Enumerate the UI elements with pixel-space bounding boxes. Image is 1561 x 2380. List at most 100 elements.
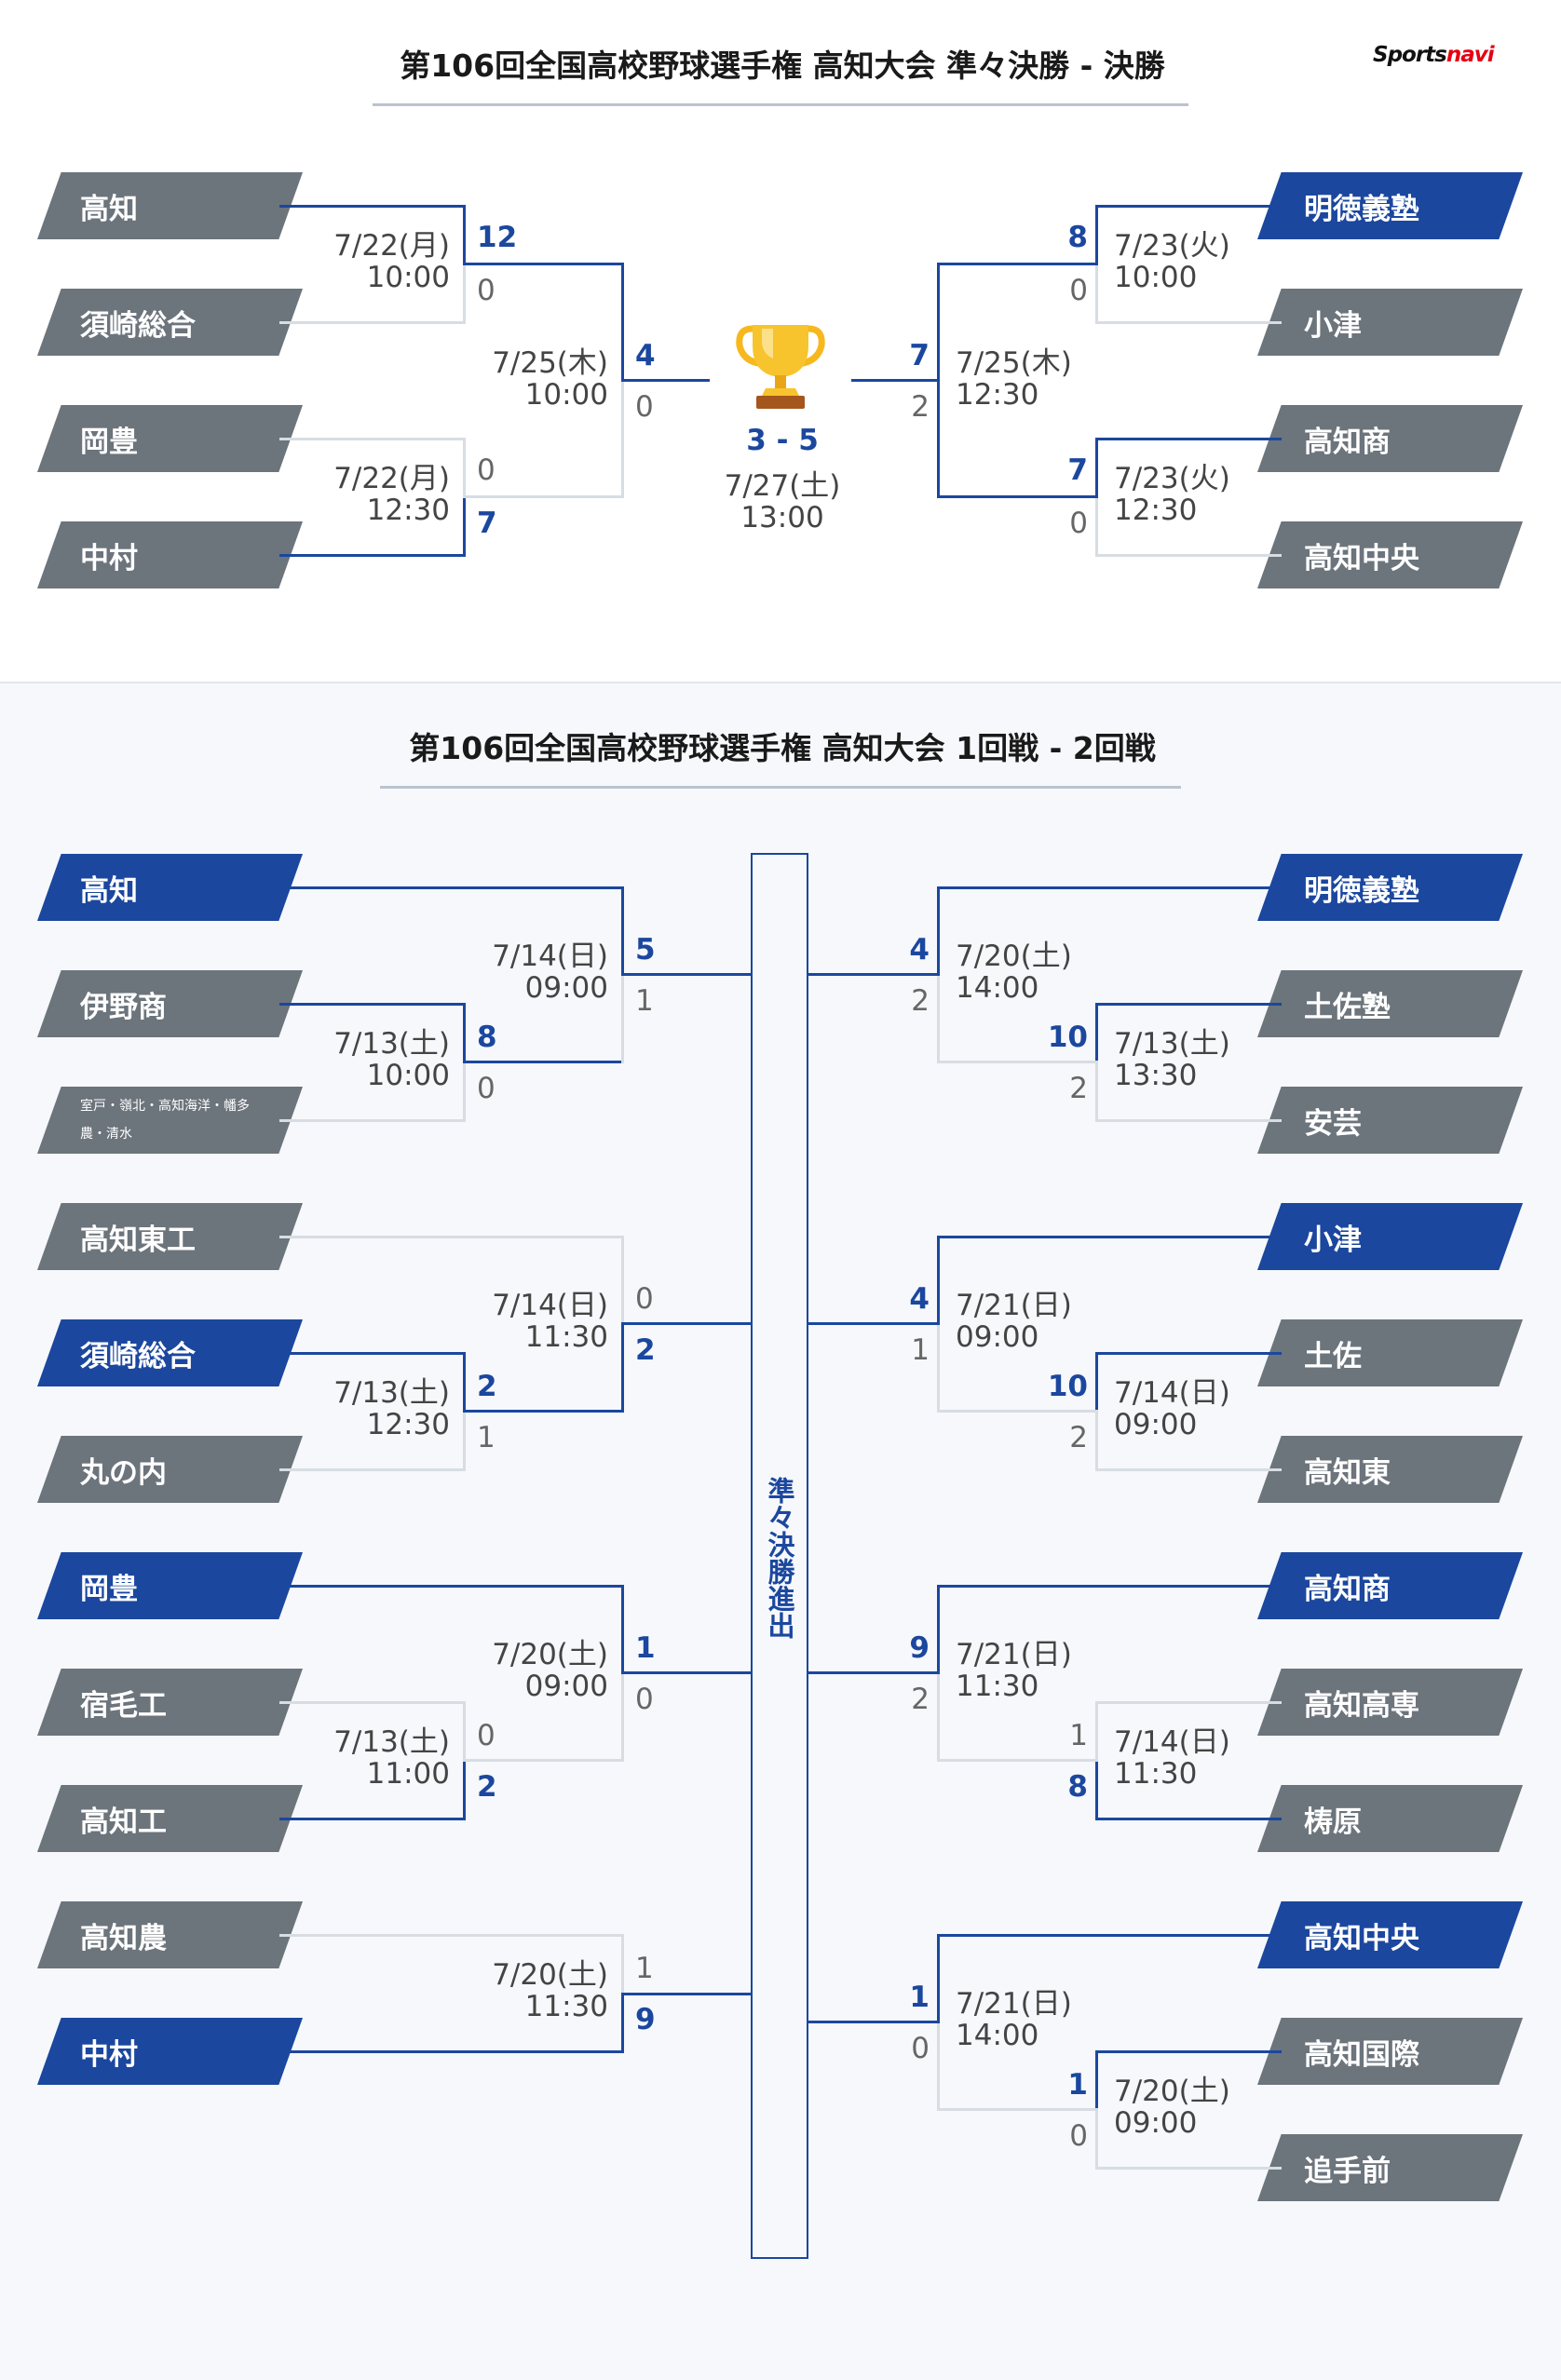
team-left-3[interactable]: 岡豊 (37, 405, 303, 472)
bracket-line (621, 1934, 624, 1995)
bracket-line (463, 1411, 466, 1471)
score: 0 (635, 1683, 654, 1716)
quarterfinal-label: 準々決勝進出 (764, 1477, 795, 1639)
game-date: 7/20(土)09:00 (492, 1638, 608, 1703)
final-score: 3 - 5 (746, 424, 819, 457)
bracket-line (937, 975, 940, 1063)
game-date: 7/13(土)10:00 (333, 1027, 450, 1092)
score: 0 (477, 274, 495, 307)
score: 4 (635, 339, 656, 372)
bracket-line (279, 554, 466, 557)
team-right-12[interactable]: 追手前 (1257, 2134, 1523, 2201)
score: 0 (477, 453, 495, 487)
team-right-3[interactable]: 安芸 (1257, 1087, 1523, 1154)
team-left-8[interactable]: 宿毛工 (37, 1669, 303, 1736)
top-title: 第106回全国高校野球選手権 高知大会 準々決勝 - 決勝 (400, 47, 1165, 84)
team-right-4[interactable]: 小津 (1257, 1203, 1523, 1270)
bracket-line (279, 886, 624, 889)
team-right-8[interactable]: 高知高専 (1257, 1669, 1523, 1736)
team-right-10[interactable]: 高知中央 (1257, 1901, 1523, 1968)
game-date: 7/21(日)09:00 (956, 1289, 1072, 1354)
sportsnavi-logo[interactable]: Sportsnavi (1373, 43, 1495, 67)
bracket-line (621, 973, 751, 976)
bottom-title-rule (380, 786, 1181, 789)
team-right-4[interactable]: 高知中央 (1257, 521, 1523, 588)
team-left-2[interactable]: 伊野商 (37, 970, 303, 1037)
game-date: 7/13(土)13:30 (1114, 1027, 1230, 1092)
team-right-6[interactable]: 高知東 (1257, 1436, 1523, 1503)
final-date: 7/27(土)13:00 (724, 469, 841, 534)
score: 0 (1069, 2119, 1088, 2153)
bracket-line (1095, 2109, 1098, 2170)
bracket-line (1095, 1003, 1098, 1063)
top-title-rule (373, 103, 1188, 106)
team-right-9[interactable]: 梼原 (1257, 1785, 1523, 1852)
team-right-2[interactable]: 小津 (1257, 289, 1523, 356)
bracket-line (937, 1934, 1282, 1937)
score: 2 (1069, 1072, 1088, 1105)
bracket-line (808, 1671, 940, 1674)
team-right-11[interactable]: 高知国際 (1257, 2018, 1523, 2085)
team-right-2[interactable]: 土佐塾 (1257, 970, 1523, 1037)
score: 10 (1047, 1370, 1088, 1403)
bracket-line (937, 886, 940, 975)
team-right-1[interactable]: 明徳義塾 (1257, 854, 1523, 921)
team-left-4[interactable]: 中村 (37, 521, 303, 588)
bracket-line (1095, 1119, 1282, 1122)
team-left-9[interactable]: 高知工 (37, 1785, 303, 1852)
bracket-line (1095, 1003, 1282, 1006)
score: 1 (477, 1421, 495, 1454)
game-date: 7/25(木)10:00 (492, 346, 608, 412)
team-right-7[interactable]: 高知商 (1257, 1552, 1523, 1619)
team-left-5[interactable]: 須崎総合 (37, 1319, 303, 1386)
bracket-line (463, 1352, 466, 1413)
team-left-1[interactable]: 高知 (37, 854, 303, 921)
team-right-1[interactable]: 明徳義塾 (1257, 172, 1523, 239)
bracket-line (621, 1585, 624, 1673)
score: 12 (477, 221, 518, 254)
score: 2 (911, 390, 930, 424)
bracket-line (279, 321, 466, 324)
game-date: 7/20(土)09:00 (1114, 2075, 1230, 2140)
bracket-line (621, 886, 624, 975)
bracket-line (937, 1236, 1282, 1238)
bracket-line (621, 1993, 751, 1995)
team-left-11[interactable]: 中村 (37, 2018, 303, 2085)
team-left-10[interactable]: 高知農 (37, 1901, 303, 1968)
bracket-line (937, 1585, 1282, 1588)
team-left-4[interactable]: 高知東工 (37, 1203, 303, 1270)
team-left-2[interactable]: 須崎総合 (37, 289, 303, 356)
bracket-line (937, 263, 1098, 265)
bracket-line (279, 1003, 466, 1006)
game-date: 7/14(日)11:30 (492, 1289, 608, 1354)
bracket-line (279, 1934, 624, 1937)
bracket-line (463, 1760, 466, 1820)
bracket-line (937, 886, 1282, 889)
bracket-line (1095, 1352, 1282, 1355)
bracket-line (1095, 554, 1282, 557)
game-date: 7/23(火)10:00 (1114, 229, 1230, 294)
team-right-3[interactable]: 高知商 (1257, 405, 1523, 472)
team-left-1[interactable]: 高知 (37, 172, 303, 239)
bracket-line (1095, 2050, 1098, 2111)
score: 7 (477, 507, 497, 540)
bracket-line (1095, 1701, 1098, 1762)
bracket-line (463, 205, 466, 265)
bracket-line (937, 1236, 940, 1324)
score: 0 (1069, 274, 1088, 307)
game-date: 7/20(土)11:30 (492, 1958, 608, 2023)
team-left-7[interactable]: 岡豊 (37, 1552, 303, 1619)
bracket-line (279, 1119, 466, 1122)
team-left-6[interactable]: 丸の内 (37, 1436, 303, 1503)
score: 4 (909, 933, 930, 967)
game-date: 7/25(木)12:30 (956, 346, 1072, 412)
bracket-line (808, 1322, 940, 1325)
score: 0 (911, 2032, 930, 2065)
bracket-line (279, 1468, 466, 1471)
quarterfinal-box (751, 853, 808, 2259)
team-left-3[interactable]: 室戸・嶺北・高知海洋・幡多農・清水 (37, 1087, 303, 1154)
score: 2 (477, 1370, 497, 1403)
bracket-line (279, 1585, 624, 1588)
team-right-5[interactable]: 土佐 (1257, 1319, 1523, 1386)
bracket-line (463, 263, 624, 265)
